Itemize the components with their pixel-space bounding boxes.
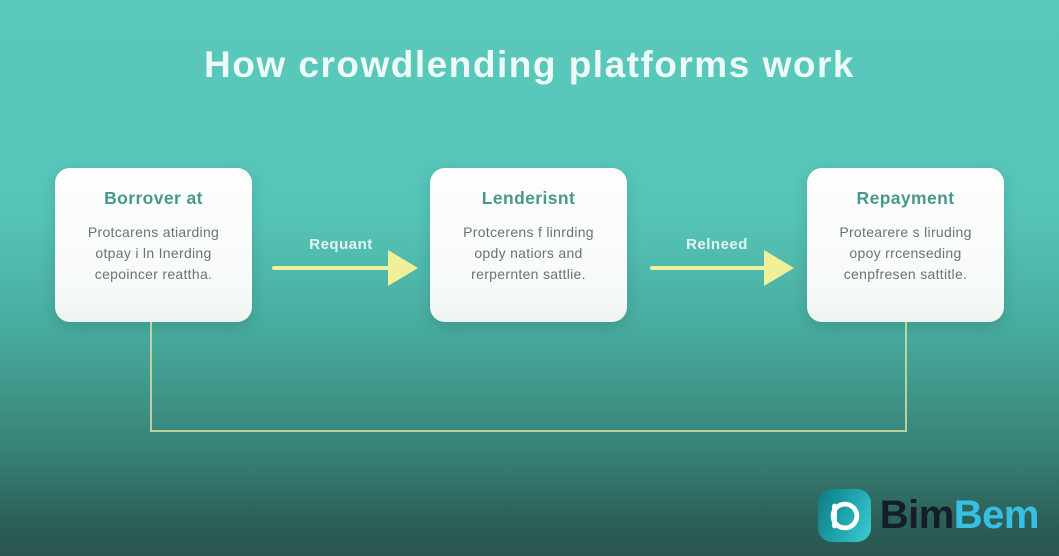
- box-body-line: otpay i ln Inerding: [95, 245, 212, 261]
- feedback-loop-line-left: [150, 322, 152, 431]
- box-body-line: cepoincer reattha.: [94, 266, 213, 282]
- box-title: Repayment: [856, 188, 955, 208]
- box-body-line: Protearere s liruding: [839, 224, 972, 240]
- b-circle-glyph: [830, 501, 860, 530]
- flow-box-borrower: Borrover at Protcarens atiarding otpay i…: [55, 168, 252, 322]
- flow-box-lender: Lenderisnt Protcerens f linrding opdy na…: [430, 168, 627, 322]
- box-title: Borrover at: [104, 188, 203, 208]
- arrow-right-icon: [272, 250, 418, 286]
- flow-box-repayment: Repayment Protearere s liruding opoy rrc…: [807, 168, 1004, 322]
- box-body: Protearere s liruding opoy rrcenseding c…: [821, 222, 990, 285]
- feedback-loop-line-right: [905, 322, 907, 431]
- feedback-loop-line-bottom: [150, 430, 907, 432]
- box-title: Lenderisnt: [481, 188, 576, 208]
- box-body-line: cenpfresen sattitle.: [843, 266, 968, 282]
- arrow-label: Requant: [309, 236, 373, 253]
- brand-wordmark-part1: Bim: [879, 493, 955, 537]
- brand-b-icon: [817, 489, 871, 542]
- brand-wordmark: BimBem: [879, 493, 1040, 538]
- box-body-line: opdy natiors and: [474, 245, 583, 261]
- box-body: Protcerens f linrding opdy natiors and r…: [444, 222, 613, 285]
- box-body: Protcarens atiarding otpay i ln Inerding…: [69, 222, 238, 285]
- arrow-shaft: [650, 266, 774, 270]
- diagram-title: How crowdlending platforms work: [204, 44, 855, 85]
- brand-wordmark-part2: Bem: [953, 493, 1040, 537]
- box-body-line: Protcarens atiarding: [87, 224, 220, 240]
- arrow-right-icon: [650, 250, 794, 286]
- box-body-line: opoy rrcenseding: [849, 245, 962, 261]
- box-body-line: Protcerens f linrding: [463, 224, 594, 240]
- arrow-label: Relneed: [686, 236, 748, 253]
- arrow-head: [388, 250, 418, 286]
- box-body-line: rerpernten sattlie.: [471, 266, 586, 282]
- arrow-head: [764, 250, 794, 286]
- arrow-shaft: [272, 266, 398, 270]
- brand-logo: BimBem: [817, 489, 1040, 542]
